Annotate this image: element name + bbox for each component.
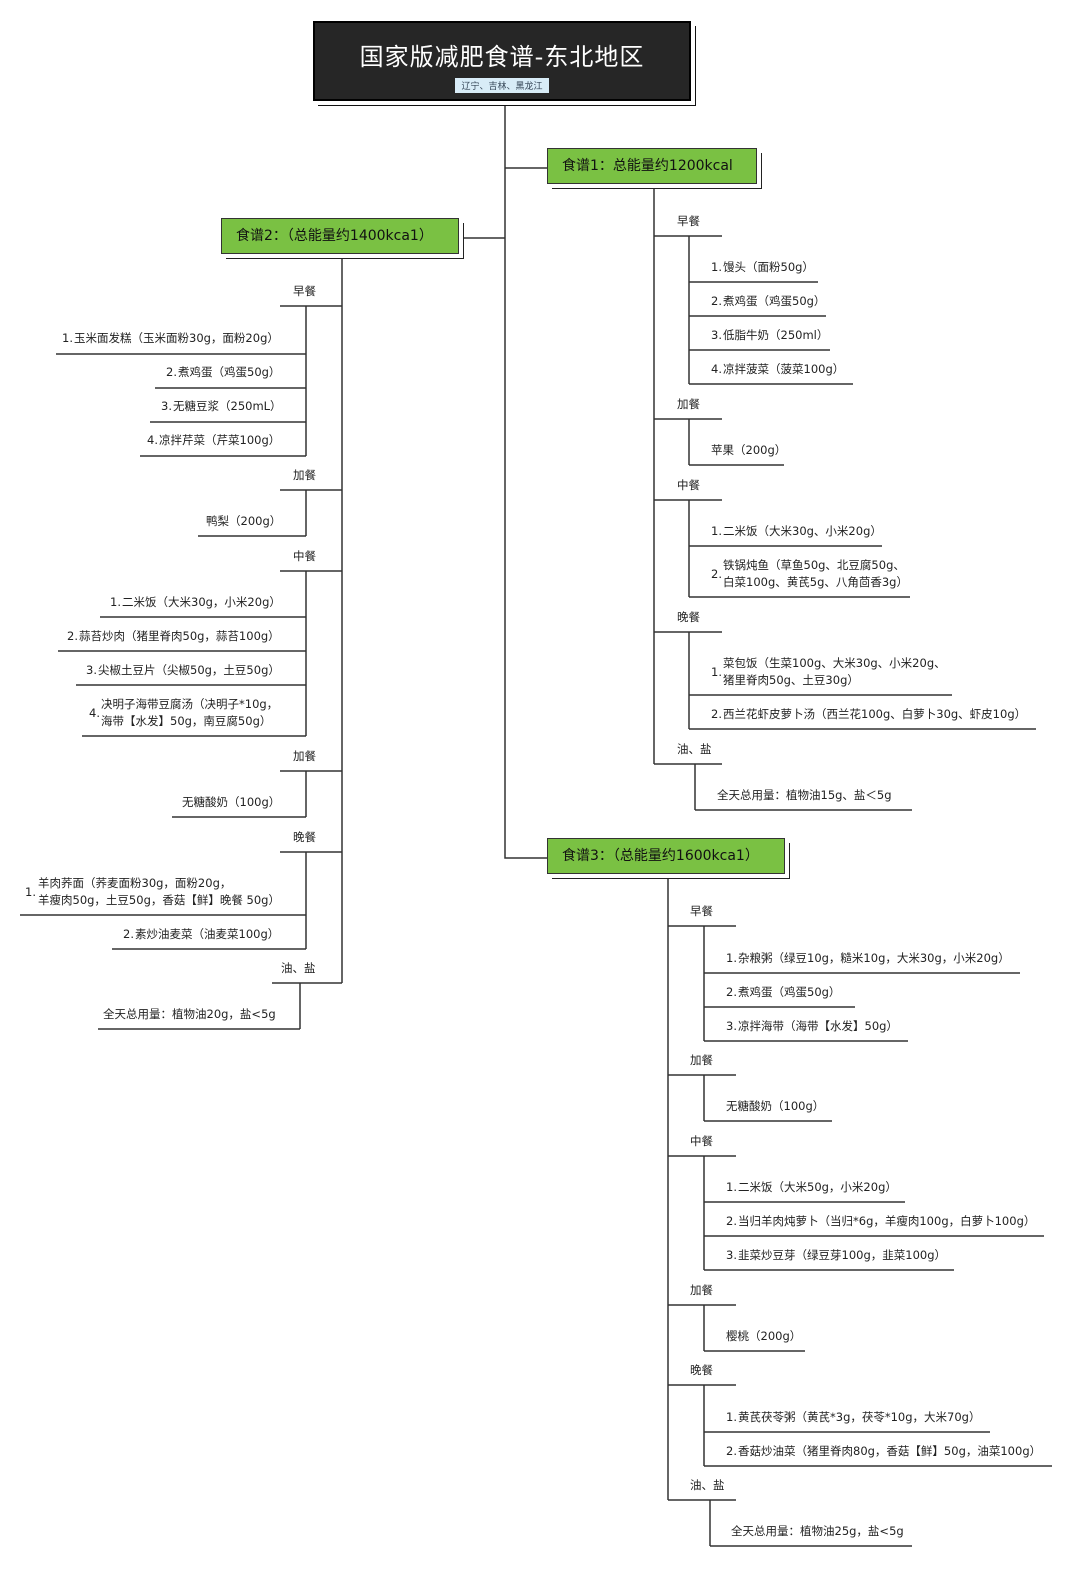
r2-b4-num: 4. (147, 433, 158, 447)
r3-snack2-label: 加餐 (690, 1283, 713, 1297)
r3-snack1-label: 加餐 (690, 1053, 713, 1067)
r2-l4b: 海带【水发】50g，南豆腐50g） (101, 714, 272, 728)
r2-dinner-label: 晚餐 (293, 830, 316, 844)
r2-l3: 尖椒土豆片（尖椒50g，土豆50g） (98, 663, 280, 677)
r1-breakfast-label: 早餐 (677, 214, 700, 228)
r1-b2: 煮鸡蛋（鸡蛋50g） (723, 294, 826, 308)
r2-b2-num: 2. (166, 365, 177, 379)
r2-l2-num: 2. (67, 629, 78, 643)
r2-b2: 煮鸡蛋（鸡蛋50g） (178, 365, 281, 379)
r1-d1a: 菜包饭（生菜100g、大米30g、小米20g、 (723, 656, 946, 670)
r1-b2-num: 2. (711, 294, 722, 308)
r2-l4-num: 4. (89, 706, 100, 720)
r1-b4: 凉拌菠菜（菠菜100g） (723, 362, 845, 376)
r2-lunch-label: 中餐 (293, 549, 316, 563)
r3-l2-num: 2. (726, 1214, 737, 1228)
r2-oil-label: 油、盐 (281, 961, 316, 975)
r1-l1-num: 1. (711, 524, 722, 538)
r3-s2: 樱桃（200g） (726, 1329, 802, 1343)
r1-b1-num: 1. (711, 260, 722, 274)
r2-s1: 鸭梨（200g） (206, 514, 282, 528)
r3-b2-num: 2. (726, 985, 737, 999)
r1-l1: 二米饭（大米30g、小米20g） (723, 524, 882, 538)
r2-d1a: 羊肉荞面（荞麦面粉30g，面粉20g， (38, 876, 232, 890)
r1-dinner-label: 晚餐 (677, 610, 700, 624)
r2-l3-num: 3. (86, 663, 97, 677)
r1-d2-num: 2. (711, 707, 722, 721)
r3-d2-num: 2. (726, 1444, 737, 1458)
r2-d2-num: 2. (123, 927, 134, 941)
r1-l2a: 铁锅炖鱼（草鱼50g、北豆腐50g、 (723, 558, 905, 572)
r3-l3: 韭菜炒豆芽（绿豆芽100g，韭菜100g） (738, 1248, 946, 1262)
r2-snack1-label: 加餐 (293, 468, 316, 482)
r2-d1-num: 1. (25, 885, 36, 899)
r2-l4a: 决明子海带豆腐汤（决明子*10g， (101, 697, 279, 711)
r2-b1: 玉米面发糕（玉米面粉30g，面粉20g） (74, 331, 279, 345)
r2-oil-total: 全天总用量：植物油20g，盐<5g (103, 1007, 276, 1021)
r1-lunch-label: 中餐 (677, 478, 700, 492)
r3-l2: 当归羊肉炖萝卜（当归*6g，羊瘦肉100g，白萝卜100g） (738, 1214, 1036, 1228)
r3-b1-num: 1. (726, 951, 737, 965)
r2-breakfast-label: 早餐 (293, 284, 316, 298)
root-title-box: 国家版减肥食谱-东北地区 辽宁、吉林、黑龙江 (313, 21, 691, 101)
r2-b3: 无糖豆浆（250mL） (173, 399, 282, 413)
r2-b1-num: 1. (62, 331, 73, 345)
r1-b4-num: 4. (711, 362, 722, 376)
r1-d2: 西兰花虾皮萝卜汤（西兰花100g、白萝卜30g、虾皮10g） (723, 707, 1027, 721)
recipe1-title: 食谱1：总能量约1200kcal (547, 148, 757, 184)
r1-l2-num: 2. (711, 567, 722, 581)
r1-d1-num: 1. (711, 665, 722, 679)
recipe2-title: 食谱2：（总能量约1400kca1） (221, 218, 459, 254)
r3-b1: 杂粮粥（绿豆10g，糙米10g，大米30g，小米20g） (738, 951, 1010, 965)
r3-oil-total: 全天总用量：植物油25g，盐<5g (731, 1524, 904, 1538)
page-title: 国家版减肥食谱-东北地区 (359, 43, 645, 71)
recipe3-title: 食谱3：（总能量约1600kca1） (547, 838, 785, 874)
r2-b4: 凉拌芹菜（芹菜100g） (159, 433, 281, 447)
r1-b1: 馒头（面粉50g） (723, 260, 814, 274)
r1-b3-num: 3. (711, 328, 722, 342)
r3-l1: 二米饭（大米50g，小米20g） (738, 1180, 897, 1194)
r3-dinner-label: 晚餐 (690, 1363, 713, 1377)
r3-b3-num: 3. (726, 1019, 737, 1033)
r2-b3-num: 3. (161, 399, 172, 413)
r3-oil-label: 油、盐 (690, 1478, 725, 1492)
r3-l3-num: 3. (726, 1248, 737, 1262)
r3-d1-num: 1. (726, 1410, 737, 1424)
r1-d1b: 猪里脊肉50g、土豆30g） (723, 673, 859, 687)
r1-b3: 低脂牛奶（250ml） (723, 328, 829, 342)
r3-d2: 香菇炒油菜（猪里脊肉80g，香菇【鲜】50g，油菜100g） (738, 1444, 1042, 1458)
r2-l2: 蒜苔炒肉（猪里脊肉50g，蒜苔100g） (79, 629, 280, 643)
r3-d1: 黄芪茯苓粥（黄芪*3g，茯苓*10g，大米70g） (738, 1410, 981, 1424)
r2-snack2-label: 加餐 (293, 749, 316, 763)
r2-l1: 二米饭（大米30g，小米20g） (122, 595, 281, 609)
r1-l2b: 白菜100g、黄芪5g、八角茴香3g） (723, 575, 908, 589)
r1-oil-total: 全天总用量：植物油15g、盐＜5g (717, 788, 892, 802)
r2-s2: 无糖酸奶（100g） (182, 795, 281, 809)
r2-d1b: 羊瘦肉50g，土豆50g，香菇【鲜】晚餐 50g） (38, 893, 280, 907)
r3-breakfast-label: 早餐 (690, 904, 713, 918)
region-subtitle: 辽宁、吉林、黑龙江 (455, 78, 549, 93)
r2-l1-num: 1. (110, 595, 121, 609)
r1-snack-label: 加餐 (677, 397, 700, 411)
r1-oil-label: 油、盐 (677, 742, 712, 756)
r3-s1: 无糖酸奶（100g） (726, 1099, 825, 1113)
r3-l1-num: 1. (726, 1180, 737, 1194)
r3-b3: 凉拌海带（海带【水发】50g） (738, 1019, 898, 1033)
r2-d2: 素炒油麦菜（油麦菜100g） (135, 927, 280, 941)
r3-lunch-label: 中餐 (690, 1134, 713, 1148)
r3-b2: 煮鸡蛋（鸡蛋50g） (738, 985, 841, 999)
r1-s1: 苹果（200g） (711, 443, 787, 457)
